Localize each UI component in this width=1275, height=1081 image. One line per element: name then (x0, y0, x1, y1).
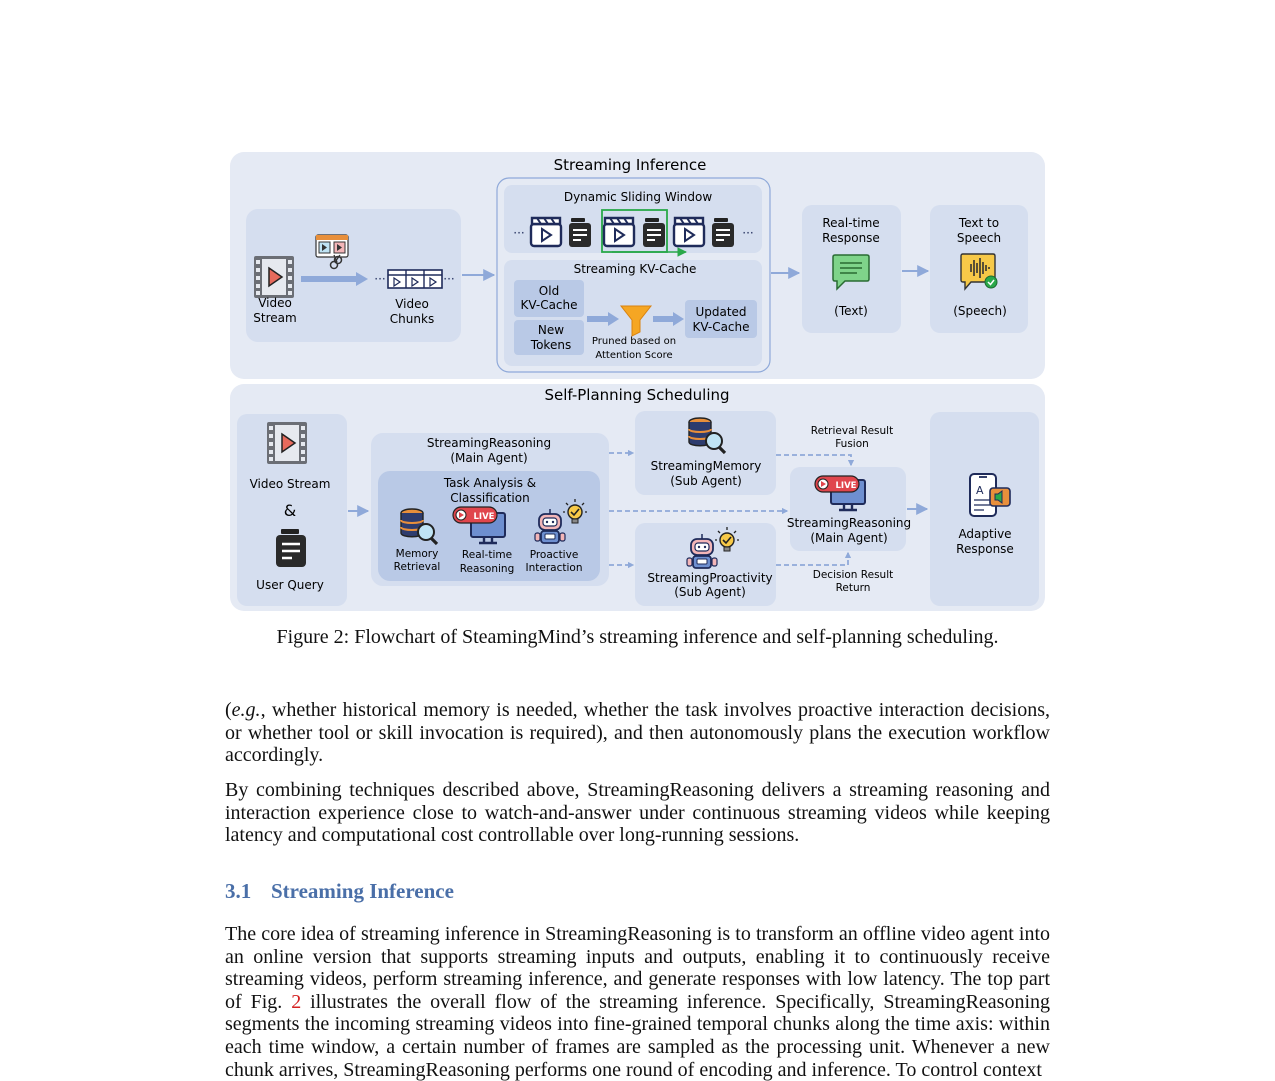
pruned-label-2: Attention Score (595, 350, 672, 361)
text-output-label: (Text) (834, 304, 868, 318)
new-tokens-box (514, 320, 584, 355)
adaptive-response-icon: A (969, 473, 1011, 517)
eg-italic: e.g. (231, 699, 261, 721)
proactive-interaction-label-1: Proactive (530, 549, 579, 561)
kv-cache-title: Streaming KV-Cache (574, 262, 697, 276)
retrieval-fusion-label-1: Retrieval Result (811, 425, 893, 437)
main-agent-label-2: (Main Agent) (450, 451, 527, 465)
figure-caption: Figure 2: Flowchart of SteamingMind’s st… (276, 626, 999, 648)
realtime-response-label-1: Real-time (822, 216, 879, 230)
decision-return-arrow (776, 551, 852, 566)
video-stream-label-1: Video (258, 296, 292, 310)
main-agent-label-1: StreamingReasoning (427, 436, 551, 450)
main-agent-right-label-1: StreamingReasoning (787, 516, 911, 530)
live-badge-text-2: LIVE (836, 481, 857, 491)
figure-reference-link[interactable]: 2 (291, 990, 302, 1013)
tts-label-1: Text to (958, 216, 999, 230)
to-updated-arrow (673, 312, 684, 326)
paragraph-3-text-2: illustrates the overall flow of the stre… (225, 990, 1050, 1081)
inputs-box (237, 414, 347, 606)
decision-return-label-1: Decision Result (813, 569, 893, 581)
clip-icon-1 (529, 216, 563, 248)
flowchart-figure: Streaming Inference Video Stream ··· ···… (230, 152, 1045, 611)
video-chunks-label-2: Chunks (390, 312, 434, 326)
task-analysis-label-1: Task Analysis & (443, 476, 536, 490)
updated-kv-label-2: KV-Cache (692, 320, 749, 334)
new-tokens-label-1: New (538, 323, 564, 337)
video-stream-label-2: Stream (253, 311, 296, 325)
proactive-interaction-label-2: Interaction (526, 562, 583, 574)
svg-text:A: A (976, 484, 984, 497)
video-stream-icon (253, 255, 295, 299)
adaptive-response-label-2: Response (956, 542, 1014, 556)
speech-output-label: (Speech) (953, 304, 1007, 318)
window-ellipsis-left: ··· (513, 226, 524, 240)
paragraph-2: By combining techniques described above,… (225, 779, 1050, 847)
memory-retrieval-label-2: Retrieval (394, 561, 441, 573)
streaming-proactivity-label-1: StreamingProactivity (647, 571, 772, 585)
section-number: 3.1 (225, 879, 252, 903)
live-badge-text-1: LIVE (474, 512, 495, 522)
old-kv-label-1: Old (539, 284, 559, 298)
user-query-label: User Query (256, 578, 324, 592)
to-filter-arrow (608, 312, 619, 326)
paragraph-3-text-1: The core idea of streaming inference in … (225, 923, 1050, 1013)
window-ellipsis-right: ··· (742, 226, 753, 240)
new-tokens-label-2: Tokens (530, 338, 571, 352)
decision-return-label-2: Return (836, 582, 871, 594)
dynamic-window-title: Dynamic Sliding Window (564, 190, 713, 204)
video-chunks-icon (387, 269, 443, 289)
updated-kv-box (685, 300, 757, 338)
ampersand-label: & (284, 501, 296, 520)
video-stream-input-label: Video Stream (250, 477, 331, 491)
paragraph-1-text: , whether historical memory is needed, w… (225, 699, 1050, 767)
streaming-memory-label-1: StreamingMemory (651, 459, 762, 473)
realtime-reasoning-label-1: Real-time (462, 549, 512, 561)
video-stream-icon-2 (266, 421, 308, 465)
realtime-response-label-2: Response (822, 231, 880, 245)
old-kv-box (514, 280, 584, 317)
adaptive-response-label-1: Adaptive (958, 527, 1011, 541)
filter-icon (619, 305, 653, 337)
old-kv-label-2: KV-Cache (520, 298, 577, 312)
tts-label-2: Speech (957, 231, 1001, 245)
clip-icon-3 (672, 216, 706, 248)
speech-audio-icon (960, 253, 998, 291)
chat-bubble-icon (832, 254, 870, 291)
updated-kv-label-1: Updated (695, 305, 746, 319)
user-query-icon (276, 529, 306, 567)
pruned-label-1: Pruned based on (592, 336, 676, 347)
retrieval-fusion-arrow (776, 454, 855, 467)
streaming-memory-box (635, 411, 776, 495)
main-agent-right-label-2: (Main Agent) (810, 531, 887, 545)
section-title: Streaming Inference (271, 879, 454, 903)
retrieval-fusion-label-2: Fusion (835, 438, 869, 450)
realtime-reasoning-label-2: Reasoning (460, 563, 515, 575)
cut-icon (315, 234, 349, 270)
task-analysis-label-2: Classification (450, 491, 529, 505)
memory-retrieval-label-1: Memory (396, 548, 439, 560)
paren-open: ( (225, 699, 232, 721)
section-heading: 3.1 Streaming Inference (225, 879, 454, 904)
chunks-ellipsis-left: ··· (374, 272, 385, 286)
video-input-box (246, 209, 461, 342)
paragraph-3: The core idea of streaming inference in … (225, 923, 1050, 1081)
streaming-proactivity-label-2: (Sub Agent) (674, 585, 746, 599)
streaming-memory-label-2: (Sub Agent) (670, 474, 742, 488)
paragraph-1: (e.g., whether historical memory is need… (225, 699, 1050, 767)
self-planning-title: Self-Planning Scheduling (544, 386, 729, 404)
chunks-ellipsis-right: ··· (443, 272, 454, 286)
video-chunks-label-1: Video (395, 297, 429, 311)
streaming-inference-title: Streaming Inference (554, 156, 707, 174)
clip-icon-2 (602, 216, 636, 248)
